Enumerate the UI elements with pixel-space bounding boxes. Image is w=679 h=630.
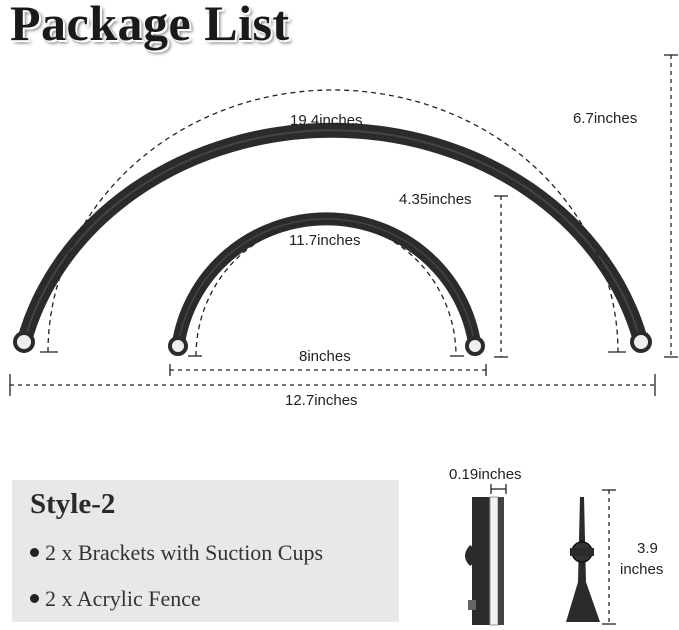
style-info-panel: Style-2 2 x Brackets with Suction Cups 2… xyxy=(12,480,399,622)
page-title: Package List xyxy=(10,0,290,51)
small-arc-left-ring xyxy=(168,336,188,356)
small-arc-right-ring xyxy=(465,336,485,356)
small-width-label: 8inches xyxy=(299,348,351,365)
large-arc-right-ring xyxy=(630,331,652,353)
large-width-label: 12.7inches xyxy=(285,392,358,409)
list-item: 2 x Brackets with Suction Cups xyxy=(30,540,323,566)
large-height-label: 6.7inches xyxy=(573,110,638,127)
large-arc-dashed-guide xyxy=(47,89,619,353)
large-arc-length-label: 19.4inches xyxy=(290,112,363,129)
large-arc-left-ring xyxy=(13,331,35,353)
small-height-label: 4.35inches xyxy=(399,191,472,208)
bracket-front-view xyxy=(566,497,600,622)
bracket-side-view xyxy=(465,496,504,626)
style-heading: Style-2 xyxy=(30,488,116,520)
list-item: 2 x Acrylic Fence xyxy=(30,586,201,612)
bracket-height-unit: inches xyxy=(620,561,664,578)
small-arc-dashed-guide xyxy=(195,221,457,357)
small-arc-length-label: 11.7inches xyxy=(289,232,361,249)
bracket-height-value: 3.9 xyxy=(637,540,658,557)
thickness-label: 0.19inches xyxy=(449,466,522,483)
bullet-icon xyxy=(30,594,39,604)
bullet-icon xyxy=(30,548,39,558)
